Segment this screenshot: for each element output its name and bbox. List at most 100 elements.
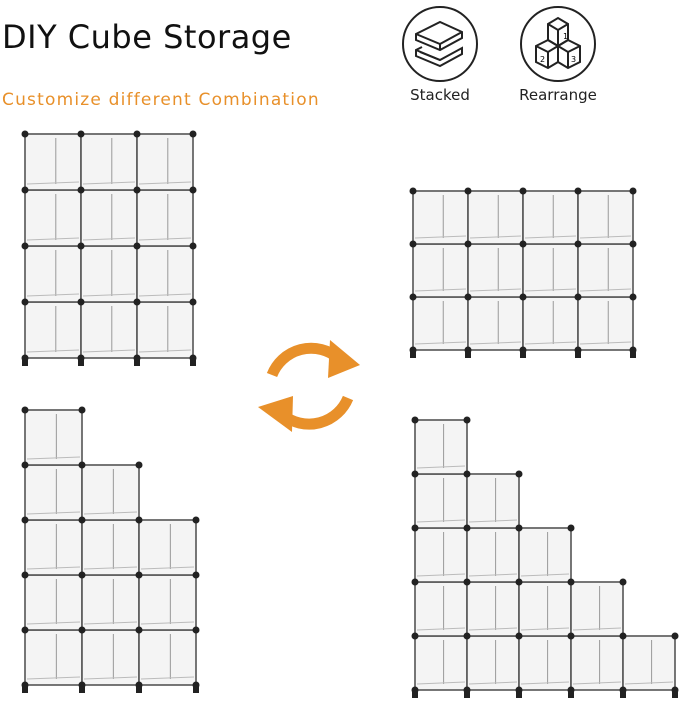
cube-cell — [577, 190, 634, 245]
connector — [411, 524, 419, 532]
connector — [567, 578, 575, 586]
cube-cell — [518, 581, 572, 637]
cube-number: 1 — [563, 32, 568, 41]
connector — [629, 187, 637, 195]
connector — [78, 461, 86, 469]
connector — [619, 578, 627, 586]
connector — [619, 632, 627, 640]
shelf-edge — [26, 293, 80, 297]
shelf-edge — [26, 237, 80, 241]
connector — [21, 298, 29, 306]
shelf-edge — [414, 235, 467, 239]
cube-cell — [466, 635, 520, 691]
foot — [134, 358, 140, 366]
cube-cell — [81, 464, 140, 521]
cube-cell — [622, 635, 676, 691]
cube-cell — [414, 419, 468, 475]
connector — [78, 406, 86, 414]
connector — [629, 240, 637, 248]
connector — [463, 632, 471, 640]
shelf-edge — [468, 627, 518, 631]
foot — [630, 350, 636, 358]
cube-cell — [80, 133, 138, 191]
cube-cell — [24, 245, 82, 303]
cube-cell — [24, 519, 83, 576]
shelf-edge — [524, 341, 577, 345]
shelf-edge — [83, 676, 138, 680]
connector — [21, 626, 29, 634]
foot — [79, 685, 85, 693]
shelf-edge — [469, 341, 522, 345]
cube-cell — [414, 581, 468, 637]
cube-unit-staircase-5 — [411, 416, 679, 698]
connector — [411, 578, 419, 586]
connector — [133, 130, 141, 138]
shelf-edge — [83, 511, 138, 515]
shelf-edge — [26, 456, 81, 460]
connector — [464, 240, 472, 248]
shelf-edge — [579, 341, 632, 345]
shelf-edge — [524, 235, 577, 239]
shelf-edge — [138, 181, 192, 185]
cube-unit-4x3 — [409, 187, 637, 358]
cube-cell — [570, 635, 624, 691]
connector — [78, 516, 86, 524]
connector — [21, 461, 29, 469]
connector — [21, 186, 29, 194]
shelf-edge — [468, 681, 518, 685]
cube-cell — [467, 243, 524, 298]
cube-cell — [414, 527, 468, 583]
shelf-edge — [416, 519, 466, 523]
shelf-edge — [414, 341, 467, 345]
feature-label: Rearrange — [519, 86, 597, 104]
connector — [464, 187, 472, 195]
shelf-edge — [524, 288, 577, 292]
connector — [409, 293, 417, 301]
shelf-edge — [520, 573, 570, 577]
connector — [464, 293, 472, 301]
shelf-edge — [579, 288, 632, 292]
cube-number: 2 — [540, 55, 545, 64]
foot — [136, 685, 142, 693]
connector — [574, 240, 582, 248]
connector — [192, 626, 200, 634]
shelf-edge — [416, 681, 466, 685]
cube-cell — [24, 629, 83, 686]
foot — [575, 350, 581, 358]
cube-cell — [136, 245, 194, 303]
cube-cell — [570, 581, 624, 637]
shelf-edge — [82, 181, 136, 185]
shelf-edge — [416, 573, 466, 577]
shelf-edge — [82, 349, 136, 353]
numbered-cubes-icon: 1 2 3 — [520, 6, 596, 82]
shelf-edge — [83, 566, 138, 570]
connector — [21, 406, 29, 414]
foot — [520, 350, 526, 358]
connector — [519, 187, 527, 195]
shelf-edge — [26, 181, 80, 185]
cube-cell — [80, 189, 138, 247]
shelf-edge — [468, 519, 518, 523]
cube-cell — [466, 527, 520, 583]
connector — [519, 240, 527, 248]
connector — [411, 470, 419, 478]
shelf-edge — [82, 237, 136, 241]
shelf-edge — [520, 627, 570, 631]
connector — [411, 632, 419, 640]
connector — [192, 516, 200, 524]
cube-cell — [24, 301, 82, 359]
connector — [135, 461, 143, 469]
connector — [409, 240, 417, 248]
shelf-edge — [140, 566, 195, 570]
connector — [515, 470, 523, 478]
feature-rearrange: 1 2 3 Rearrange — [508, 4, 608, 104]
connector — [189, 242, 197, 250]
connector — [192, 571, 200, 579]
cube-cell — [136, 133, 194, 191]
cube-cell — [81, 629, 140, 686]
connector — [21, 130, 29, 138]
shelf-edge — [572, 681, 622, 685]
shelf-edge — [138, 237, 192, 241]
shelf-edge — [82, 293, 136, 297]
